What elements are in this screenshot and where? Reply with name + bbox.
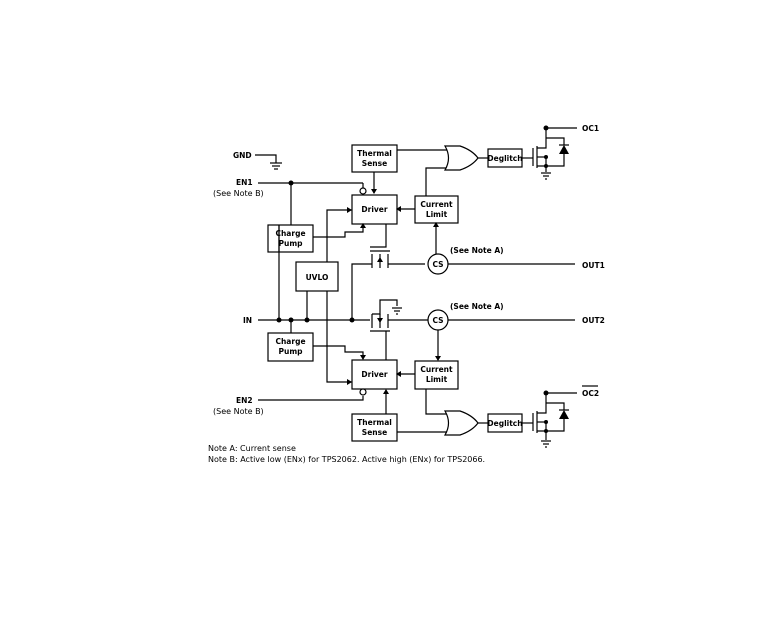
current-limit-1-block: Current Limit: [414, 195, 459, 224]
charge-pump-2-line2: Pump: [278, 347, 303, 356]
pin-label-en2: EN2: [236, 396, 253, 405]
thermal-sense-1-block: Thermal Sense: [351, 144, 398, 173]
current-sense-1: CS: [427, 253, 449, 275]
current-limit-2-line1: Current: [420, 365, 453, 374]
driver-1-label: Driver: [361, 205, 387, 214]
charge-pump-1-line2: Pump: [278, 239, 303, 248]
pin-label-out1: OUT1: [582, 261, 605, 270]
pin-label-oc1: OC1: [582, 124, 599, 133]
deglitch-1-label: Deglitch: [487, 154, 522, 163]
uvlo-block: UVLO: [295, 261, 339, 292]
current-limit-2-block: Current Limit: [414, 360, 459, 390]
thermal-sense-2-line1: Thermal: [357, 418, 392, 427]
wire-in: [258, 225, 372, 333]
charge-pump-2-block: Charge Pump: [267, 332, 314, 362]
oc2-diode: [546, 402, 569, 432]
thermal-sense-2-line2: Sense: [362, 428, 387, 437]
see-note-a-2: (See Note A): [450, 302, 504, 311]
current-limit-1-line1: Current: [420, 200, 453, 209]
current-limit-1-line2: Limit: [426, 210, 448, 219]
wire-en2: [258, 388, 367, 401]
thermal-sense-1-line1: Thermal: [357, 149, 392, 158]
pin-note-en1: (See Note B): [213, 189, 264, 198]
driver-2-block: Driver: [351, 359, 398, 390]
ground-symbol: [541, 172, 551, 180]
oc1-transistor: [532, 125, 577, 172]
pin-label-gnd: GND: [233, 151, 252, 160]
thermal-sense-2-block: Thermal Sense: [351, 413, 398, 442]
pin-label-out2: OUT2: [582, 316, 605, 325]
deglitch-2-label: Deglitch: [487, 419, 522, 428]
pin-label-oc2: OC2: [582, 389, 599, 398]
note-a: Note A: Current sense: [208, 444, 296, 453]
see-note-a-1: (See Note A): [450, 246, 504, 255]
ground-symbol: [541, 440, 551, 448]
uvlo-label: UVLO: [306, 273, 329, 282]
pin-note-en2: (See Note B): [213, 407, 264, 416]
arrow: [371, 189, 377, 194]
ground-symbol: [255, 154, 282, 170]
oc1-diode: [546, 137, 569, 167]
note-b: Note B: Active low (ENx) for TPS2062. Ac…: [208, 455, 485, 464]
thermal-sense-1-line2: Sense: [362, 159, 387, 168]
cs-1-label: CS: [432, 260, 443, 269]
current-limit-2-line2: Limit: [426, 375, 448, 384]
or-gate-1: [443, 145, 479, 171]
wire-en1: [258, 180, 367, 225]
pin-label-in: IN: [243, 316, 252, 325]
charge-pump-1-line1: Charge: [275, 229, 305, 238]
cs-2-label: CS: [432, 316, 443, 325]
or-gate-2: [443, 410, 479, 436]
deglitch-1-block: Deglitch: [487, 148, 523, 168]
pin-label-en1: EN1: [236, 178, 253, 187]
driver-2-label: Driver: [361, 370, 387, 379]
deglitch-2-block: Deglitch: [487, 413, 523, 433]
driver-1-block: Driver: [351, 194, 398, 225]
charge-pump-1-block: Charge Pump: [267, 224, 314, 253]
oc2-transistor: [532, 390, 577, 440]
pass-transistor-2: [370, 299, 428, 362]
current-sense-2: CS: [427, 309, 449, 331]
pass-transistor-1: [370, 224, 425, 268]
charge-pump-2-line1: Charge: [275, 337, 305, 346]
